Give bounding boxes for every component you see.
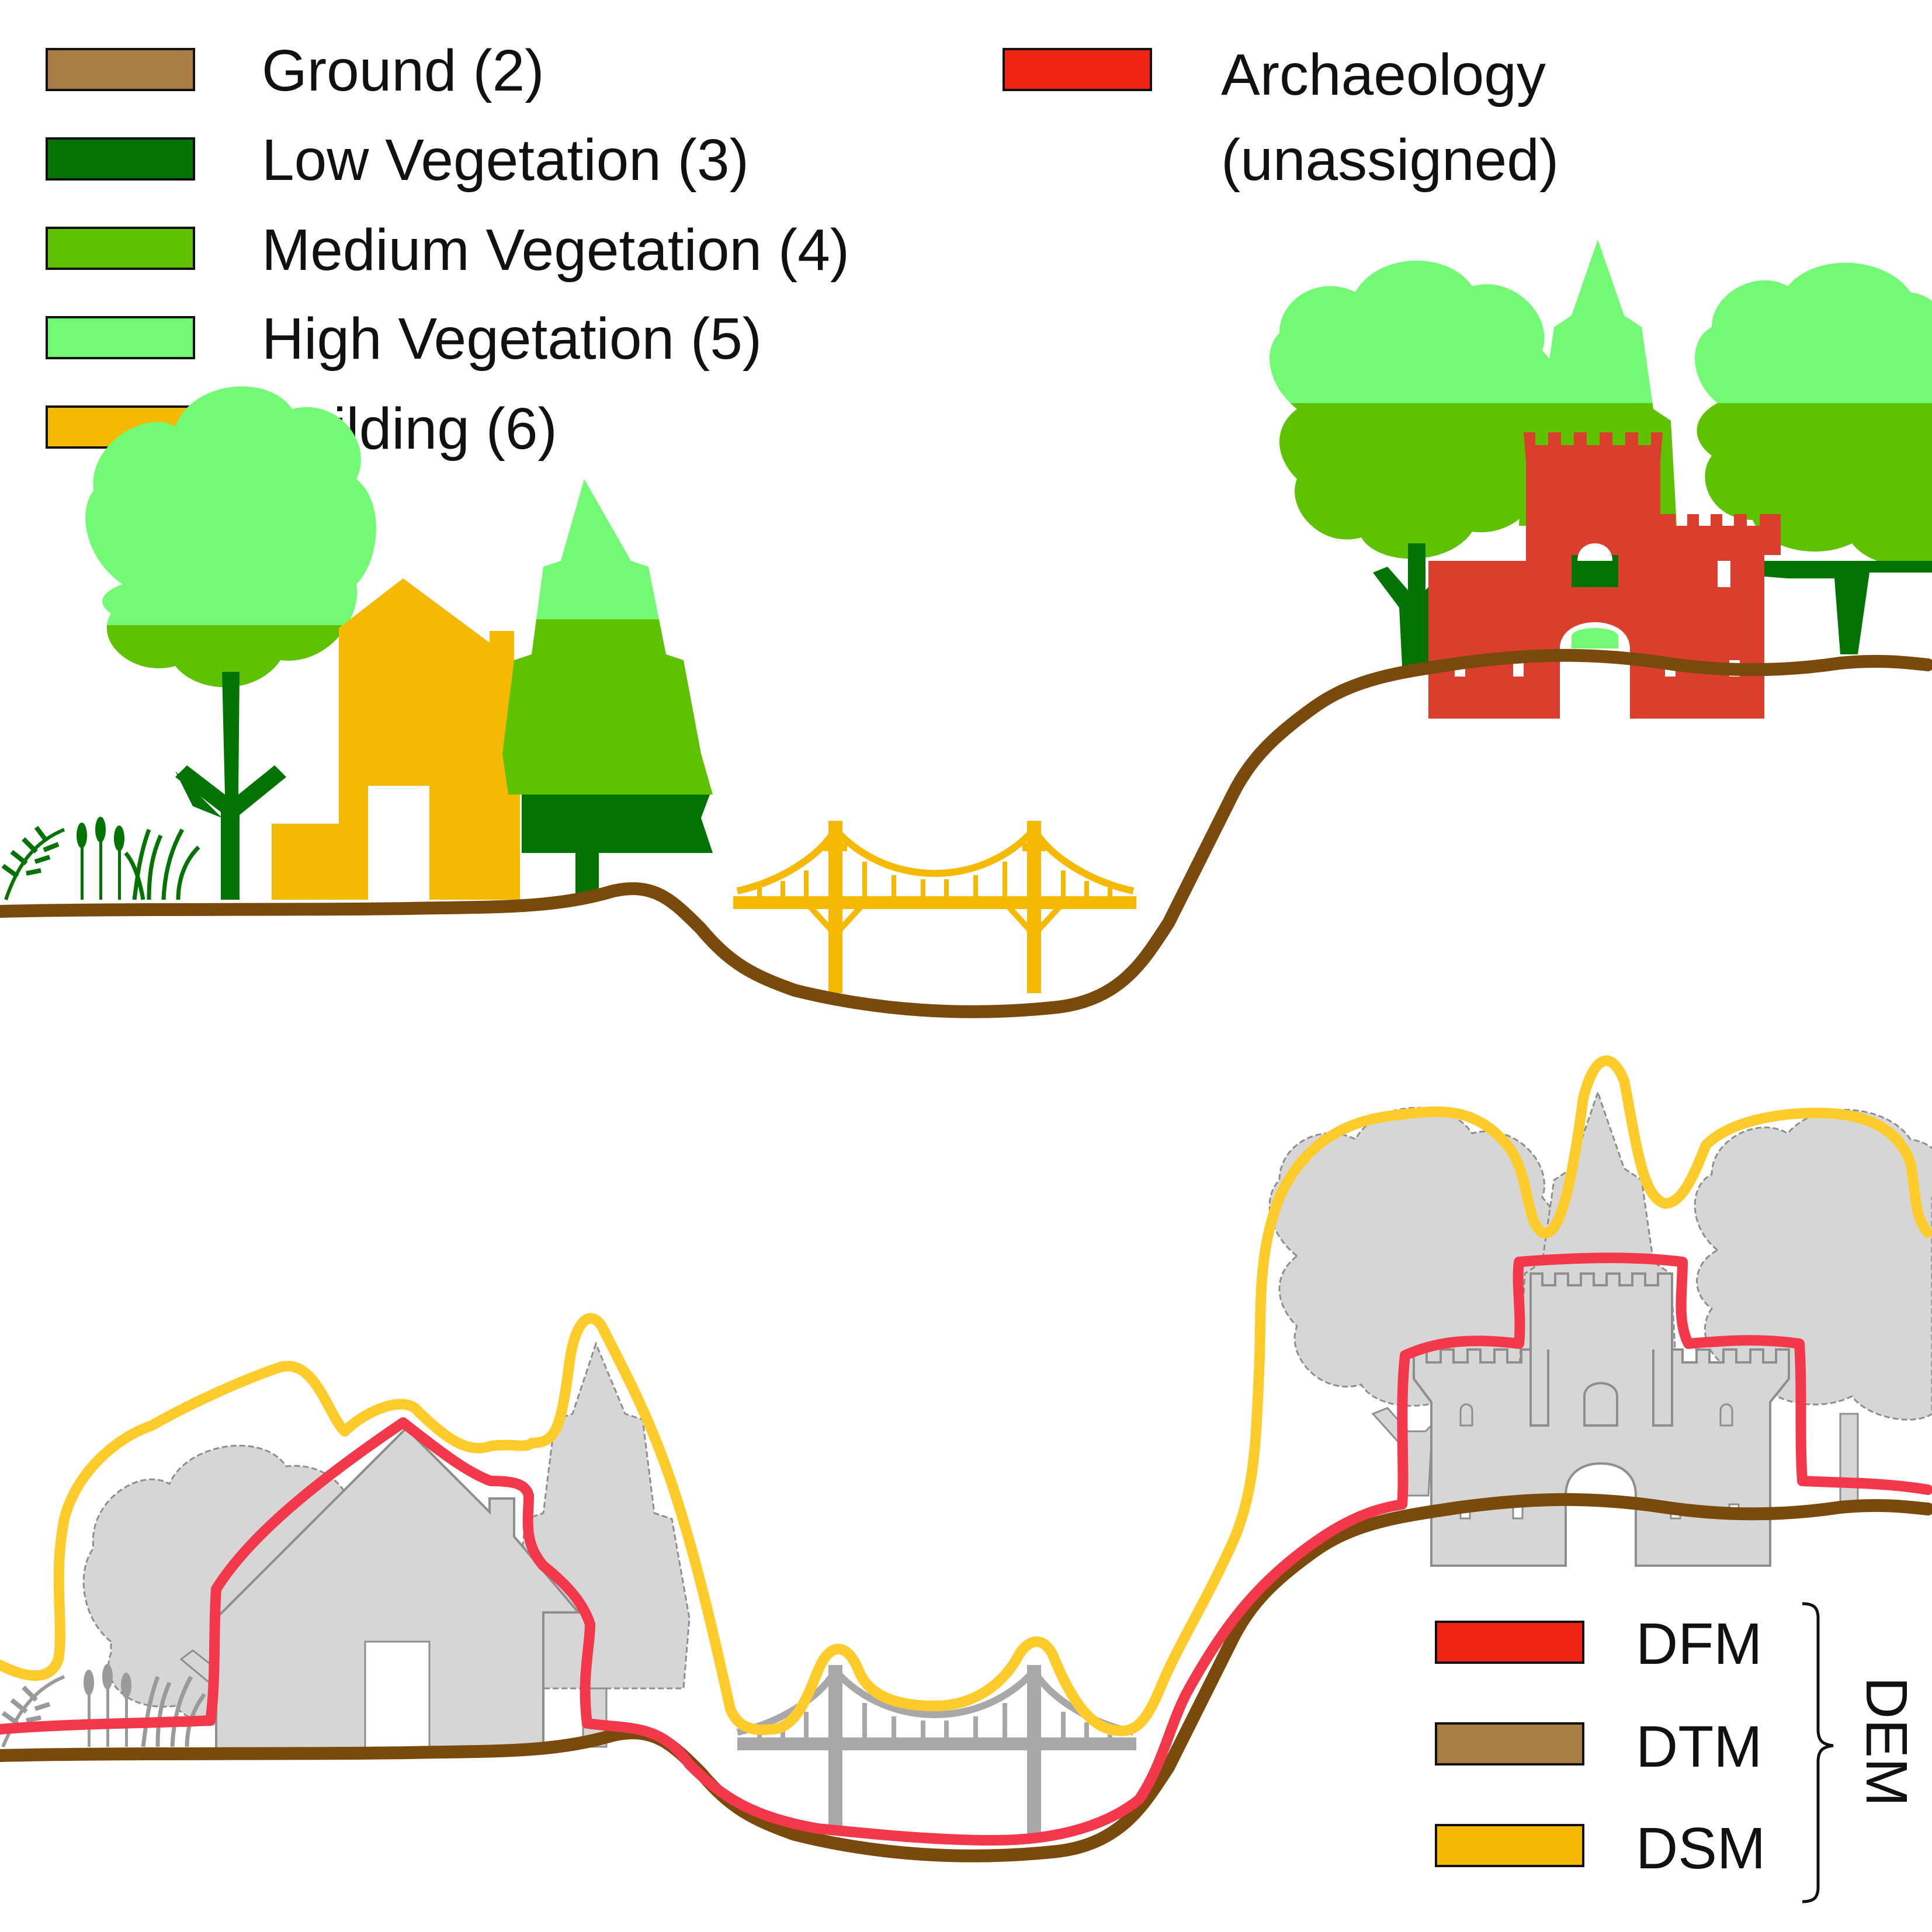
high-vegetation-swatch <box>46 316 195 359</box>
dfm-line <box>0 1253 1932 1846</box>
legend-label-dfm: DFM <box>1636 1611 1763 1677</box>
legend-label-low-vegetation: Low Vegetation (3) <box>262 127 749 193</box>
dtm-swatch <box>1435 1722 1584 1765</box>
legend-item-dsm: DSM <box>1435 1816 1765 1881</box>
legend-item-medium-vegetation: Medium Vegetation (4) <box>46 217 849 283</box>
legend-item-dfm: DFM <box>1435 1611 1763 1677</box>
bridge-icon <box>736 1665 1136 1834</box>
legend-item-ground: Ground (2) <box>46 38 544 103</box>
legend-label-dsm: DSM <box>1636 1816 1765 1881</box>
legend-item-high-vegetation: High Vegetation (5) <box>46 306 762 372</box>
bridge-icon <box>733 821 1136 993</box>
dsm-line <box>0 1055 1932 1736</box>
legend-item-archaeology: Archaeology (unassigned) <box>1003 42 1559 193</box>
house-icon <box>215 1427 581 1754</box>
medium-vegetation-swatch <box>46 227 195 270</box>
dem-bracket <box>1802 1602 1834 1903</box>
fern-icon <box>1 825 65 900</box>
wheat-icon <box>84 1664 131 1747</box>
grass-icon <box>124 828 200 900</box>
ground-line <box>0 648 1932 1018</box>
legend-item-low-vegetation: Low Vegetation (3) <box>46 127 749 193</box>
archaeology-swatch <box>1003 48 1152 91</box>
dem-group-label: DEM <box>1854 1677 1919 1806</box>
legend-item-dtm: DTM <box>1435 1714 1763 1780</box>
dem-scene <box>0 1055 1932 1862</box>
low-vegetation-swatch <box>46 137 195 181</box>
legend-label-unassigned: (unassigned) <box>1221 127 1559 193</box>
classification-legend: Ground (2) Low Vegetation (3) Medium Veg… <box>46 38 1559 462</box>
house-icon <box>272 578 575 900</box>
ground-swatch <box>46 48 195 91</box>
legend-label-high-vegetation: High Vegetation (5) <box>262 306 762 372</box>
dfm-swatch <box>1435 1621 1584 1664</box>
dtm-line <box>0 1493 1932 1862</box>
fern-icon <box>1 1675 65 1748</box>
grass-icon <box>141 1676 206 1747</box>
tree-icon <box>502 479 713 900</box>
dem-legend: DFM DTM DSM DEM <box>1435 1602 1919 1903</box>
legend-label-medium-vegetation: Medium Vegetation (4) <box>262 217 849 283</box>
legend-label-ground: Ground (2) <box>262 38 544 103</box>
dsm-swatch <box>1435 1824 1584 1867</box>
wheat-icon <box>77 817 124 900</box>
legend-label-archaeology: Archaeology <box>1221 42 1546 107</box>
legend-label-dtm: DTM <box>1636 1714 1763 1780</box>
